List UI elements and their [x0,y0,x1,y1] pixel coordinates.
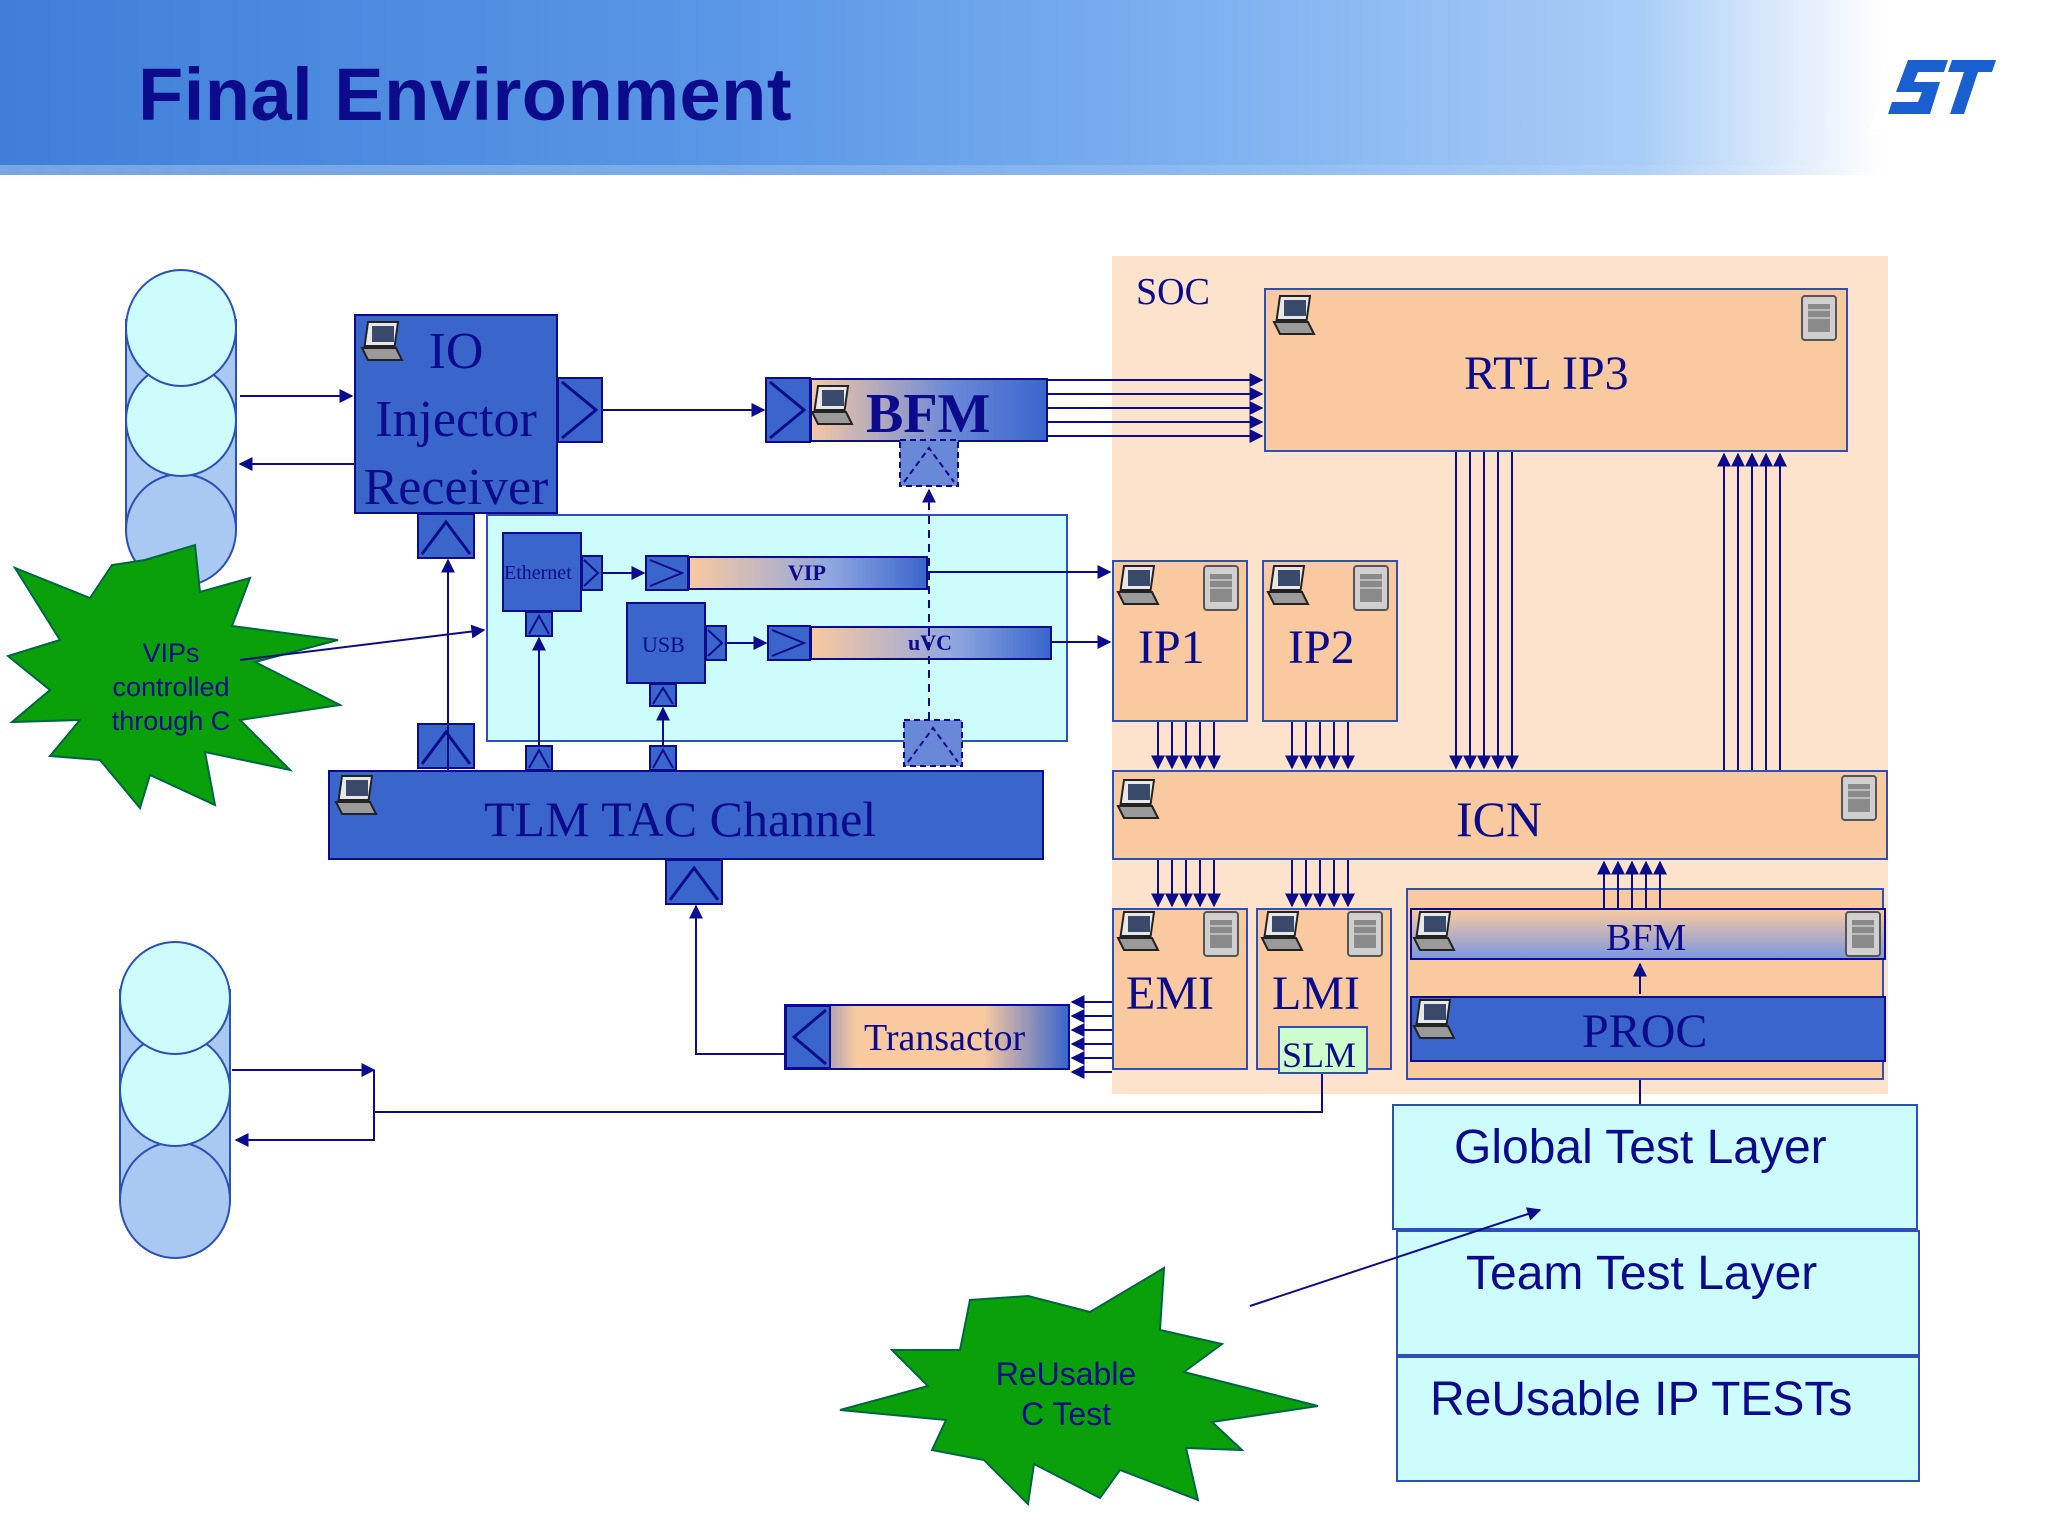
ip2-label: IP2 [1288,621,1355,674]
io-port-triangle [416,512,476,560]
laptop-icon [1413,999,1455,1039]
server-icon [1353,565,1389,611]
ip1-label: IP1 [1138,621,1205,674]
usb-bottom-port [649,683,677,771]
icn-block [1112,770,1888,860]
server-icon [1801,295,1837,341]
laptop-icon [1273,295,1315,335]
rtl-ip3 [1264,288,1848,452]
server-icon [1347,911,1383,957]
usb-label: USB [642,632,685,657]
server-icon [1203,565,1239,611]
laptop-icon [361,321,403,361]
proc-block [1410,996,1886,1062]
laptop-icon [1117,565,1159,605]
dashed-port-bfm [899,439,959,487]
ethernet-bottom-port [525,611,553,771]
ethernet-label: Ethernet [504,562,572,584]
reusable-c-test-star [839,1266,1319,1507]
vip-input-port [645,555,689,591]
slm-block [1278,1026,1368,1074]
global-test-layer-label: Global Test Layer [1454,1121,1827,1174]
ethernet-block [502,532,582,612]
connection-arrows [232,373,1647,1307]
cylinder-stack-bottom [119,941,231,1259]
soc-label: SOC [1136,271,1210,313]
laptop-icon [811,385,853,425]
io-injector-label: IO Injector Receiver [363,323,549,516]
lmi-label: LMI [1272,967,1360,1020]
usb-port [705,625,727,661]
slm-label: SLM [1282,1035,1357,1075]
page-title: Final Environment [138,53,793,136]
reusable-star-label: ReUsable C Test [995,1356,1137,1432]
tlm-port-triangle-bottom [664,858,724,906]
tlm-channel-label: TLM TAC Channel [484,791,877,847]
uvc-bar [810,626,1052,660]
uvc-label: uVC [908,630,953,655]
laptop-icon [1117,779,1159,819]
reusable-ip-tests-label: ReUsable IP TESTs [1430,1373,1853,1426]
transactor-block [784,1004,1070,1070]
uvc-input-port [767,625,811,661]
laptop-icon [1413,911,1455,951]
cylinder-stack-top [125,269,237,587]
server-icon [1203,911,1239,957]
tlm-port-triangle-left [416,722,476,770]
transactor-label: Transactor [864,1017,1026,1059]
icn-label: ICN [1456,791,1543,847]
laptop-icon [335,775,377,815]
header-banner [0,0,2048,175]
server-icon [1845,911,1881,957]
emi-label: EMI [1126,967,1214,1020]
rtl-ip3-label: RTL IP3 [1464,347,1629,400]
laptop-icon [1261,911,1303,951]
tlm-tac-channel [328,770,1044,860]
bfm-bottom-label: BFM [1606,917,1687,959]
reusable-ip-tests-layer [1396,1356,1920,1482]
laptop-icon [1267,565,1309,605]
vip-bar [688,556,928,590]
ethernet-port [581,555,603,591]
laptop-icon [1117,911,1159,951]
bfm-input-port [765,377,811,443]
dashed-port-tlm [903,719,963,767]
transactor-port [785,1005,831,1069]
bus-bundles [1151,452,1787,908]
team-test-layer [1396,1230,1920,1356]
io-output-port [557,377,603,443]
vips-star-label: VIPs controlled through C [111,638,231,736]
server-icon [1841,775,1877,821]
bfm-bottom [1410,908,1886,960]
vips-star [5,543,344,811]
proc-label: PROC [1582,1005,1708,1058]
team-test-layer-label: Team Test Layer [1466,1247,1818,1300]
st-logo-icon [1870,45,2006,130]
global-test-layer [1392,1104,1918,1230]
vip-label: VIP [788,560,826,585]
bfm-top-label: BFM [866,383,991,445]
